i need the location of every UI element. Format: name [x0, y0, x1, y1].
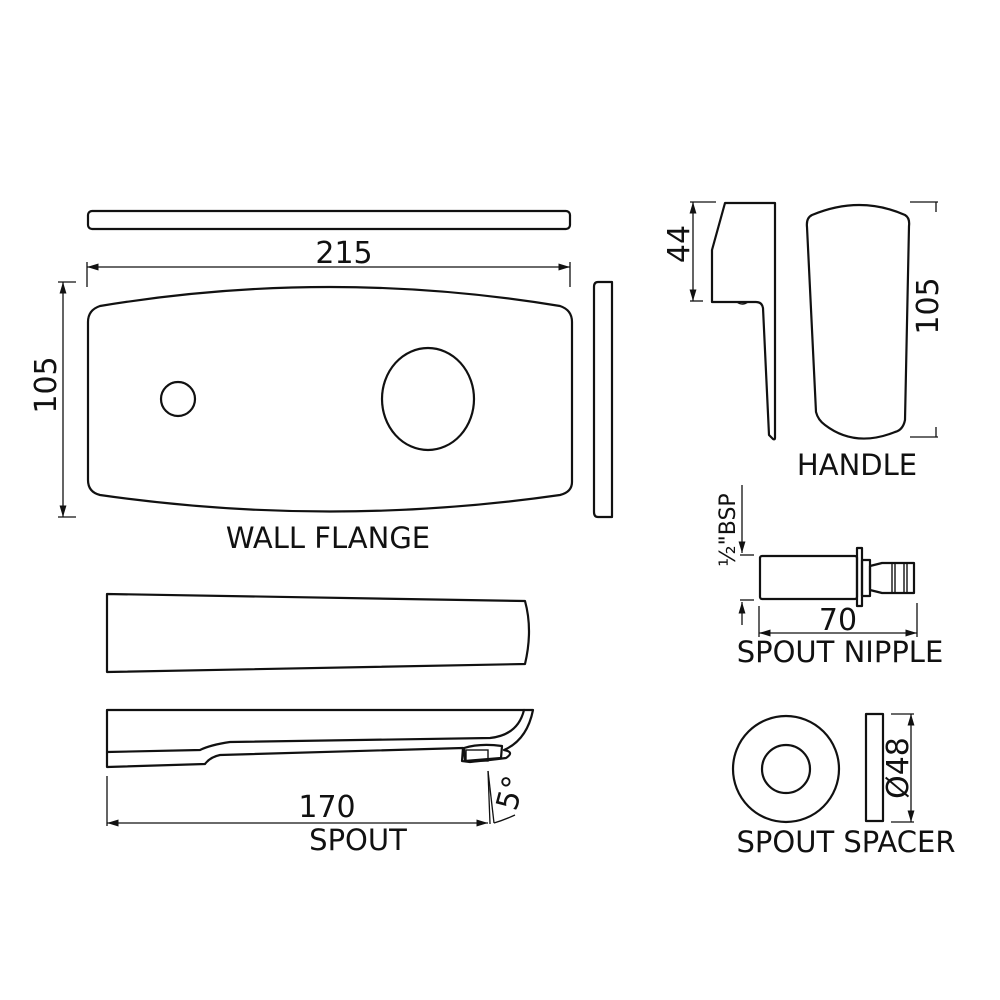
wall-flange-side-view [592, 280, 614, 519]
dimension-105-handle: 105 [910, 201, 946, 438]
dimension-70-text: 70 [819, 603, 857, 638]
dimension-44-text: 44 [662, 225, 697, 263]
wall-flange-label: WALL FLANGE [226, 521, 430, 555]
nipple-thread-text: ½"BSP [716, 493, 741, 566]
dimension-44: 44 [662, 201, 716, 302]
spout-spacer-label: SPOUT SPACER [737, 825, 956, 859]
handle-side-view [710, 201, 777, 441]
dimension-105-flange: 105 [29, 281, 76, 518]
dimension-170: 170 5° [106, 770, 533, 827]
spout-nipple-drawing: ½"BSP [716, 485, 916, 625]
spout-angle-text: 5° [490, 772, 533, 814]
dimension-105-handle-text: 105 [911, 277, 946, 334]
dimension-105-flange-text: 105 [29, 356, 64, 413]
wall-flange-front-view [86, 285, 574, 513]
handle-label: HANDLE [797, 448, 917, 482]
dimension-215-text: 215 [315, 236, 372, 271]
spout-nipple-label: SPOUT NIPPLE [737, 635, 944, 669]
wall-flange-top-view [86, 209, 572, 231]
dimension-48-text: Ø48 [881, 737, 916, 799]
spout-top-view [105, 592, 531, 674]
spout-side-view [105, 708, 535, 769]
dimension-215: 215 [86, 236, 571, 287]
handle-front-view [805, 203, 911, 440]
dimension-170-text: 170 [298, 790, 355, 825]
spout-label: SPOUT [309, 823, 407, 857]
dimension-70: 70 [758, 603, 918, 638]
spout-spacer-drawing: Ø48 [731, 712, 916, 824]
